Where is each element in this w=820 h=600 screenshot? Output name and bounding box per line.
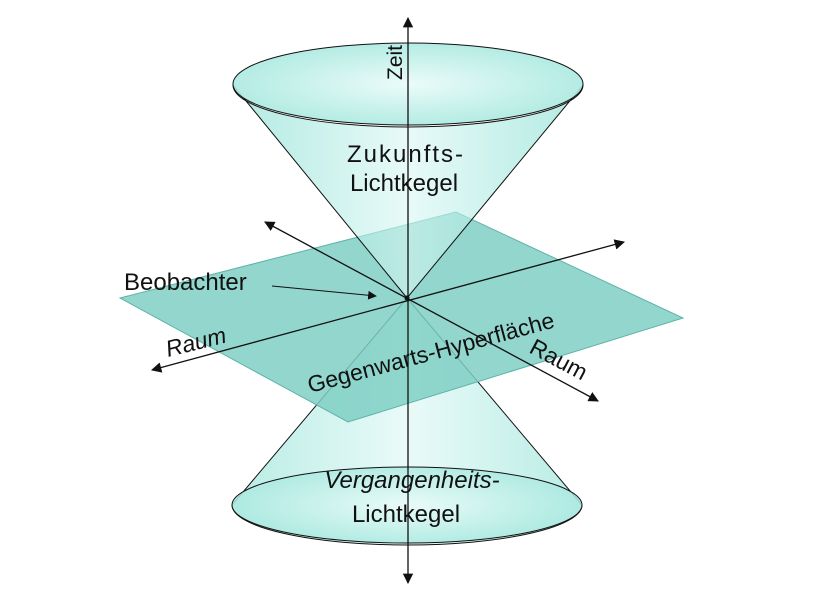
observer-label: Beobachter: [124, 269, 247, 296]
space-axis-left-label: Raum: [163, 322, 229, 362]
past-cone-label-line1: Vergangenheits-: [324, 467, 499, 494]
observer-pointer-arrow: [271, 285, 377, 300]
past-cone-label-line2: Lichtkegel: [352, 501, 460, 528]
observer-point: [404, 295, 410, 301]
future-cone-label-line2: Lichtkegel: [350, 170, 458, 197]
space-axis-2: [264, 221, 599, 402]
future-cone-label-line1: Zukunfts-: [347, 141, 465, 168]
time-axis-label: Zeit: [384, 45, 407, 80]
